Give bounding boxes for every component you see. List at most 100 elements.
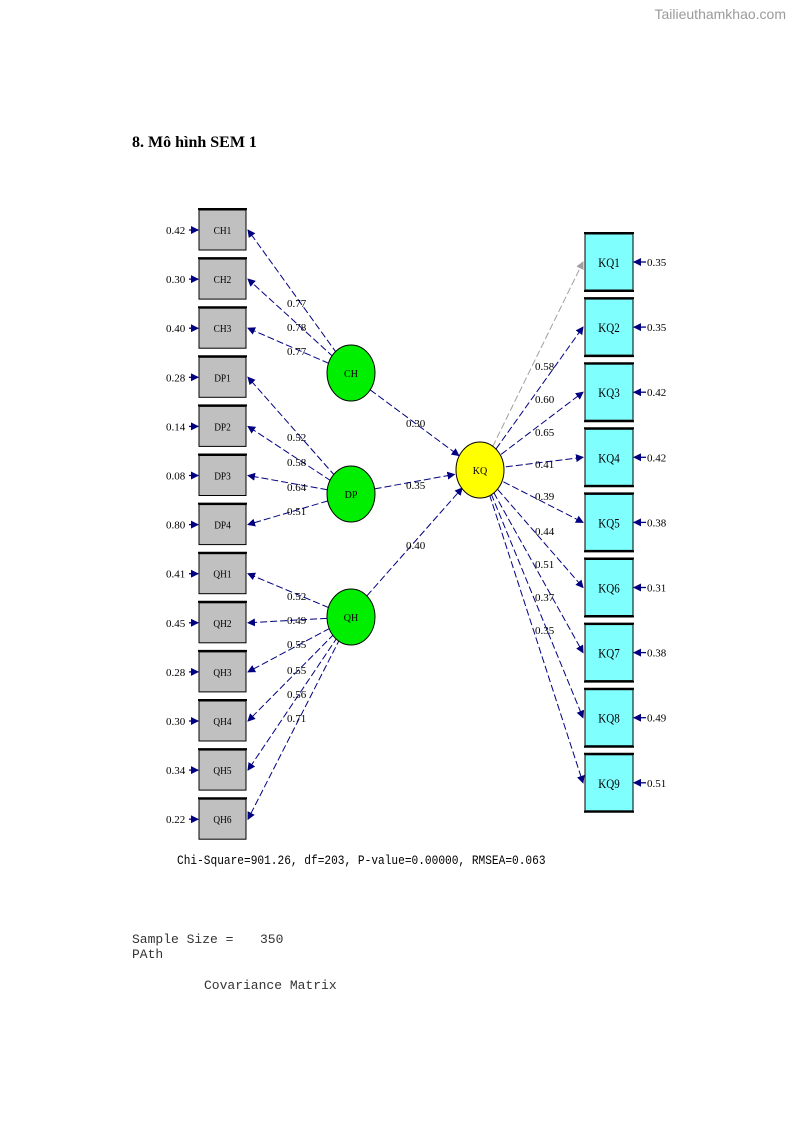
- error-value-ch2: 0.30: [166, 274, 186, 286]
- indicator-kq8: KQ8: [584, 687, 634, 748]
- section-title: 8. Mô hình SEM 1: [132, 134, 257, 151]
- error-value-qh2: 0.45: [166, 618, 186, 630]
- loading-arrow-kq5: [503, 481, 584, 523]
- indicator-kq2: KQ2: [584, 297, 634, 358]
- indicator-dp3: DP3: [198, 453, 247, 496]
- outcome-kq: KQ: [455, 441, 505, 499]
- indicator-label-ch2: CH2: [214, 274, 232, 286]
- error-value-dp2: 0.14: [166, 421, 186, 433]
- indicator-kq4: KQ4: [584, 427, 634, 488]
- error-value-kq8: 0.49: [647, 713, 667, 725]
- factor-dp: DP: [326, 465, 376, 523]
- indicator-label-kq9: KQ9: [598, 776, 619, 791]
- indicator-label-kq4: KQ4: [598, 450, 619, 465]
- loading-arrow-kq7: [493, 492, 584, 654]
- factor-ch: CH: [326, 344, 376, 402]
- indicator-dp1: DP1: [198, 355, 247, 398]
- error-value-kq7: 0.38: [647, 648, 667, 660]
- loading-arrow-ch1: [247, 229, 338, 354]
- loading-value-kq7: 0.51: [535, 559, 554, 571]
- loading-arrow-qh3: [247, 627, 331, 673]
- factor-label-dp: DP: [345, 490, 358, 501]
- loading-value-dp4: 0.51: [287, 506, 306, 518]
- indicator-label-qh6: QH6: [213, 815, 231, 827]
- loading-value-ch1: 0.77: [287, 298, 307, 310]
- indicator-label-kq7: KQ7: [598, 646, 619, 661]
- loading-value-kq5: 0.39: [535, 491, 555, 503]
- indicator-label-ch3: CH3: [214, 324, 232, 336]
- loading-value-kq6: 0.44: [535, 526, 555, 538]
- loading-arrow-qh6: [247, 638, 341, 821]
- indicator-kq6: KQ6: [584, 557, 634, 618]
- error-value-kq5: 0.38: [647, 517, 667, 529]
- loading-value-dp2: 0.58: [287, 457, 307, 469]
- indicator-label-qh5: QH5: [213, 765, 231, 777]
- indicator-kq1: KQ1: [584, 232, 634, 292]
- loading-arrow-qh4: [247, 633, 335, 722]
- indicator-qh5: QH5: [198, 748, 247, 791]
- loading-value-kq1: 0.58: [535, 361, 555, 373]
- indicator-label-dp1: DP1: [214, 373, 231, 385]
- indicator-dp4: DP4: [198, 502, 247, 546]
- path-coef-dp-kq: 0.35: [406, 480, 426, 492]
- fit-statistics: Chi-Square=901.26, df=203, P-value=0.000…: [177, 853, 546, 868]
- loading-value-dp1: 0.52: [287, 432, 306, 444]
- error-value-ch1: 0.42: [166, 225, 185, 237]
- path-arrow-qh-kq: [366, 487, 463, 597]
- factor-label-ch: CH: [344, 369, 358, 380]
- indicator-kq7: KQ7: [584, 622, 634, 683]
- loading-value-kq4: 0.41: [535, 459, 554, 471]
- error-value-ch3: 0.40: [166, 323, 186, 335]
- loading-arrow-qh5: [247, 636, 339, 771]
- watermark: Tailieuthamkhao.com: [654, 6, 786, 22]
- indicator-label-qh3: QH3: [213, 667, 231, 679]
- error-value-dp4: 0.80: [166, 520, 186, 532]
- indicator-label-kq5: KQ5: [598, 516, 619, 531]
- path-arrow-ch-kq: [369, 389, 460, 457]
- sample-size-value: 350: [260, 932, 284, 947]
- loading-arrow-dp3: [247, 472, 328, 491]
- indicator-qh1: QH1: [198, 551, 247, 595]
- loading-arrow-kq6: [497, 489, 584, 589]
- loading-arrow-kq3: [500, 391, 584, 455]
- indicator-label-qh4: QH4: [213, 716, 231, 728]
- loading-arrow-ch2: [247, 278, 334, 358]
- indicator-ch3: CH3: [198, 306, 247, 349]
- covariance-matrix-label: Covariance Matrix: [204, 978, 337, 993]
- indicator-qh6: QH6: [198, 797, 247, 840]
- indicator-label-dp2: DP2: [214, 422, 231, 434]
- loading-arrow-dp4: [247, 500, 329, 527]
- indicator-label-kq3: KQ3: [598, 385, 619, 400]
- error-value-qh5: 0.34: [166, 765, 186, 777]
- loading-value-ch2: 0.78: [287, 322, 307, 334]
- loading-value-qh2: 0.49: [287, 615, 307, 627]
- path-label: PAth: [132, 947, 164, 962]
- sample-size-label: Sample Size =: [132, 932, 234, 947]
- error-value-qh4: 0.30: [166, 716, 186, 728]
- loading-arrow-kq1: [492, 261, 584, 447]
- error-value-dp3: 0.08: [166, 471, 186, 483]
- indicator-ch2: CH2: [198, 257, 247, 300]
- error-value-kq2: 0.35: [647, 322, 667, 334]
- indicator-qh4: QH4: [198, 699, 247, 742]
- indicator-label-kq8: KQ8: [598, 711, 619, 726]
- loading-value-dp3: 0.64: [287, 482, 307, 494]
- loading-arrow-kq2: [495, 326, 584, 450]
- indicator-kq3: KQ3: [584, 362, 634, 423]
- indicator-label-kq2: KQ2: [598, 320, 619, 335]
- error-value-qh3: 0.28: [166, 667, 186, 679]
- error-value-qh6: 0.22: [166, 814, 185, 826]
- loading-value-ch3: 0.77: [287, 346, 307, 358]
- indicator-label-kq6: KQ6: [598, 581, 619, 596]
- path-coef-ch-kq: 0.30: [406, 418, 426, 430]
- loading-value-kq9: 0.35: [535, 625, 555, 637]
- indicator-label-dp3: DP3: [214, 471, 231, 483]
- indicator-qh3: QH3: [198, 649, 247, 693]
- loading-value-qh3: 0.55: [287, 639, 307, 651]
- loading-arrow-dp1: [247, 376, 336, 477]
- indicator-label-dp4: DP4: [214, 520, 231, 532]
- factor-qh: QH: [326, 588, 376, 646]
- indicator-dp2: DP2: [198, 404, 247, 447]
- loading-arrow-qh1: [247, 572, 330, 609]
